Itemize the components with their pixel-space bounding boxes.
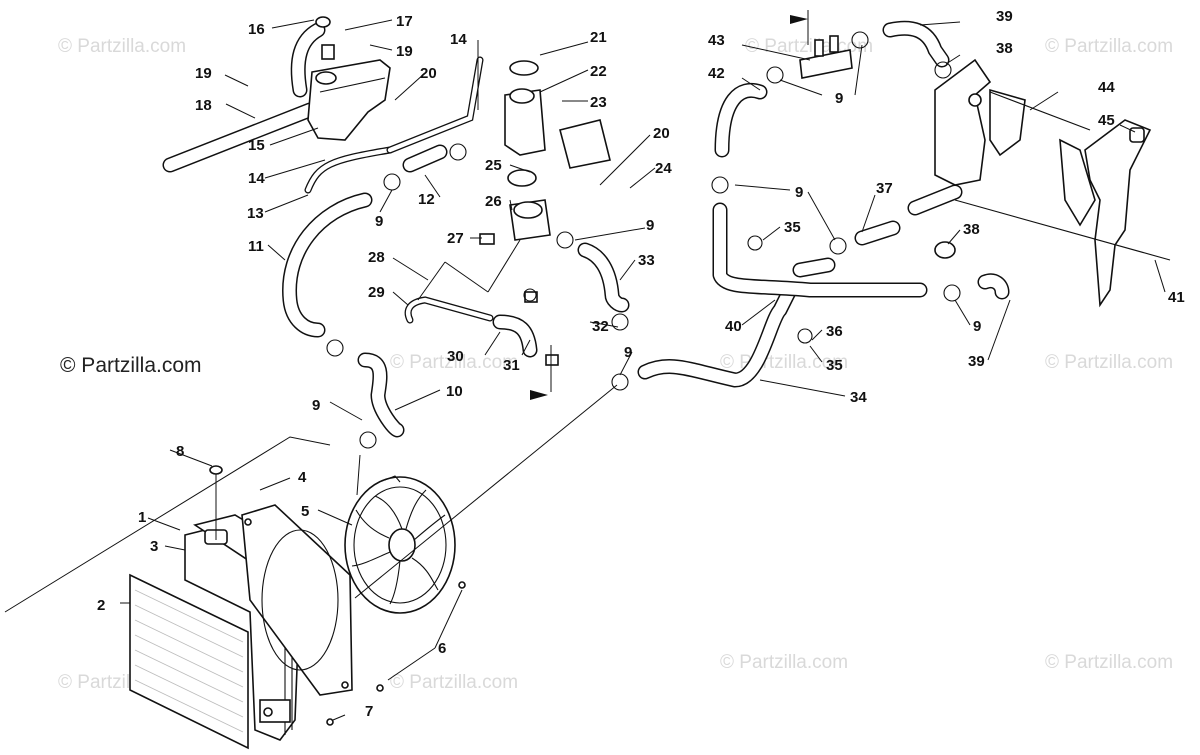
callout-14: 14 [450,31,467,48]
callout-19: 19 [396,43,413,60]
callout-19: 19 [195,65,212,82]
callout-34: 34 [850,389,867,406]
callout-38: 38 [996,40,1013,57]
callout-20: 20 [653,125,670,142]
callout-12: 12 [418,191,435,208]
callout-3: 3 [150,538,158,555]
callout-39: 39 [968,353,985,370]
callout-16: 16 [248,21,265,38]
callout-7: 7 [365,703,373,720]
callout-30: 30 [447,348,464,365]
callout-13: 13 [247,205,264,222]
callout-45: 45 [1098,112,1115,129]
callout-20: 20 [420,65,437,82]
callout-44: 44 [1098,79,1115,96]
callout-23: 23 [590,94,607,111]
heat-exchanger [934,58,1171,308]
callout-9: 9 [624,344,632,361]
callout-18: 18 [195,97,212,114]
callout-11: 11 [248,238,264,255]
callout-21: 21 [590,29,607,46]
callout-42: 42 [708,65,725,82]
watermark: © Partzilla.com [390,672,518,693]
callout-15: 15 [248,137,265,154]
callout-2: 2 [97,597,105,614]
drawing [4,10,1171,750]
callout-43: 43 [708,32,725,49]
callout-4: 4 [298,469,307,486]
callout-35: 35 [826,357,843,374]
callout-35: 35 [784,219,801,236]
callout-39: 39 [996,8,1013,25]
callout-9: 9 [835,90,843,107]
watermark-prominent: © Partzilla.com [60,354,202,377]
callout-31: 31 [503,357,520,374]
callout-37: 37 [876,180,893,197]
callout-36: 36 [826,323,843,340]
callout-25: 25 [485,157,502,174]
callout-26: 26 [485,193,502,210]
watermark: © Partzilla.com [1045,36,1173,57]
callout-24: 24 [655,160,672,177]
watermark: © Partzilla.com [58,36,186,57]
callout-9: 9 [375,213,383,230]
thermostat-housing [479,60,611,245]
callout-9: 9 [973,318,981,335]
callout-5: 5 [301,503,309,520]
callout-1: 1 [138,509,146,526]
watermarks: © Partzilla.com © Partzilla.com © Partzi… [58,36,1173,693]
fan-shroud [241,504,353,696]
watermark: © Partzilla.com [1045,652,1173,673]
watermark: © Partzilla.com [745,36,873,57]
callout-38: 38 [963,221,980,238]
callout-6: 6 [438,640,446,657]
callout-17: 17 [396,13,413,30]
callout-10: 10 [446,383,463,400]
callout-29: 29 [368,284,385,301]
watermark: © Partzilla.com [720,652,848,673]
watermark: © Partzilla.com [390,352,518,373]
expansion-tank [307,16,391,141]
callout-40: 40 [725,318,742,335]
callout-9: 9 [795,184,803,201]
callout-labels: 1 2 3 4 5 6 7 8 9 9 9 9 9 9 9 10 11 12 1… [97,8,1185,720]
callout-41: 41 [1168,289,1185,306]
callout-8: 8 [176,443,184,460]
radiator-core [129,573,249,750]
callout-9: 9 [646,217,654,234]
callout-27: 27 [447,230,464,247]
callout-28: 28 [368,249,385,266]
callout-14: 14 [248,170,265,187]
callout-32: 32 [592,318,609,335]
callout-33: 33 [638,252,655,269]
cooling-fan [344,475,456,614]
watermark: © Partzilla.com [1045,352,1173,373]
callout-22: 22 [590,63,607,80]
callout-9: 9 [312,397,320,414]
